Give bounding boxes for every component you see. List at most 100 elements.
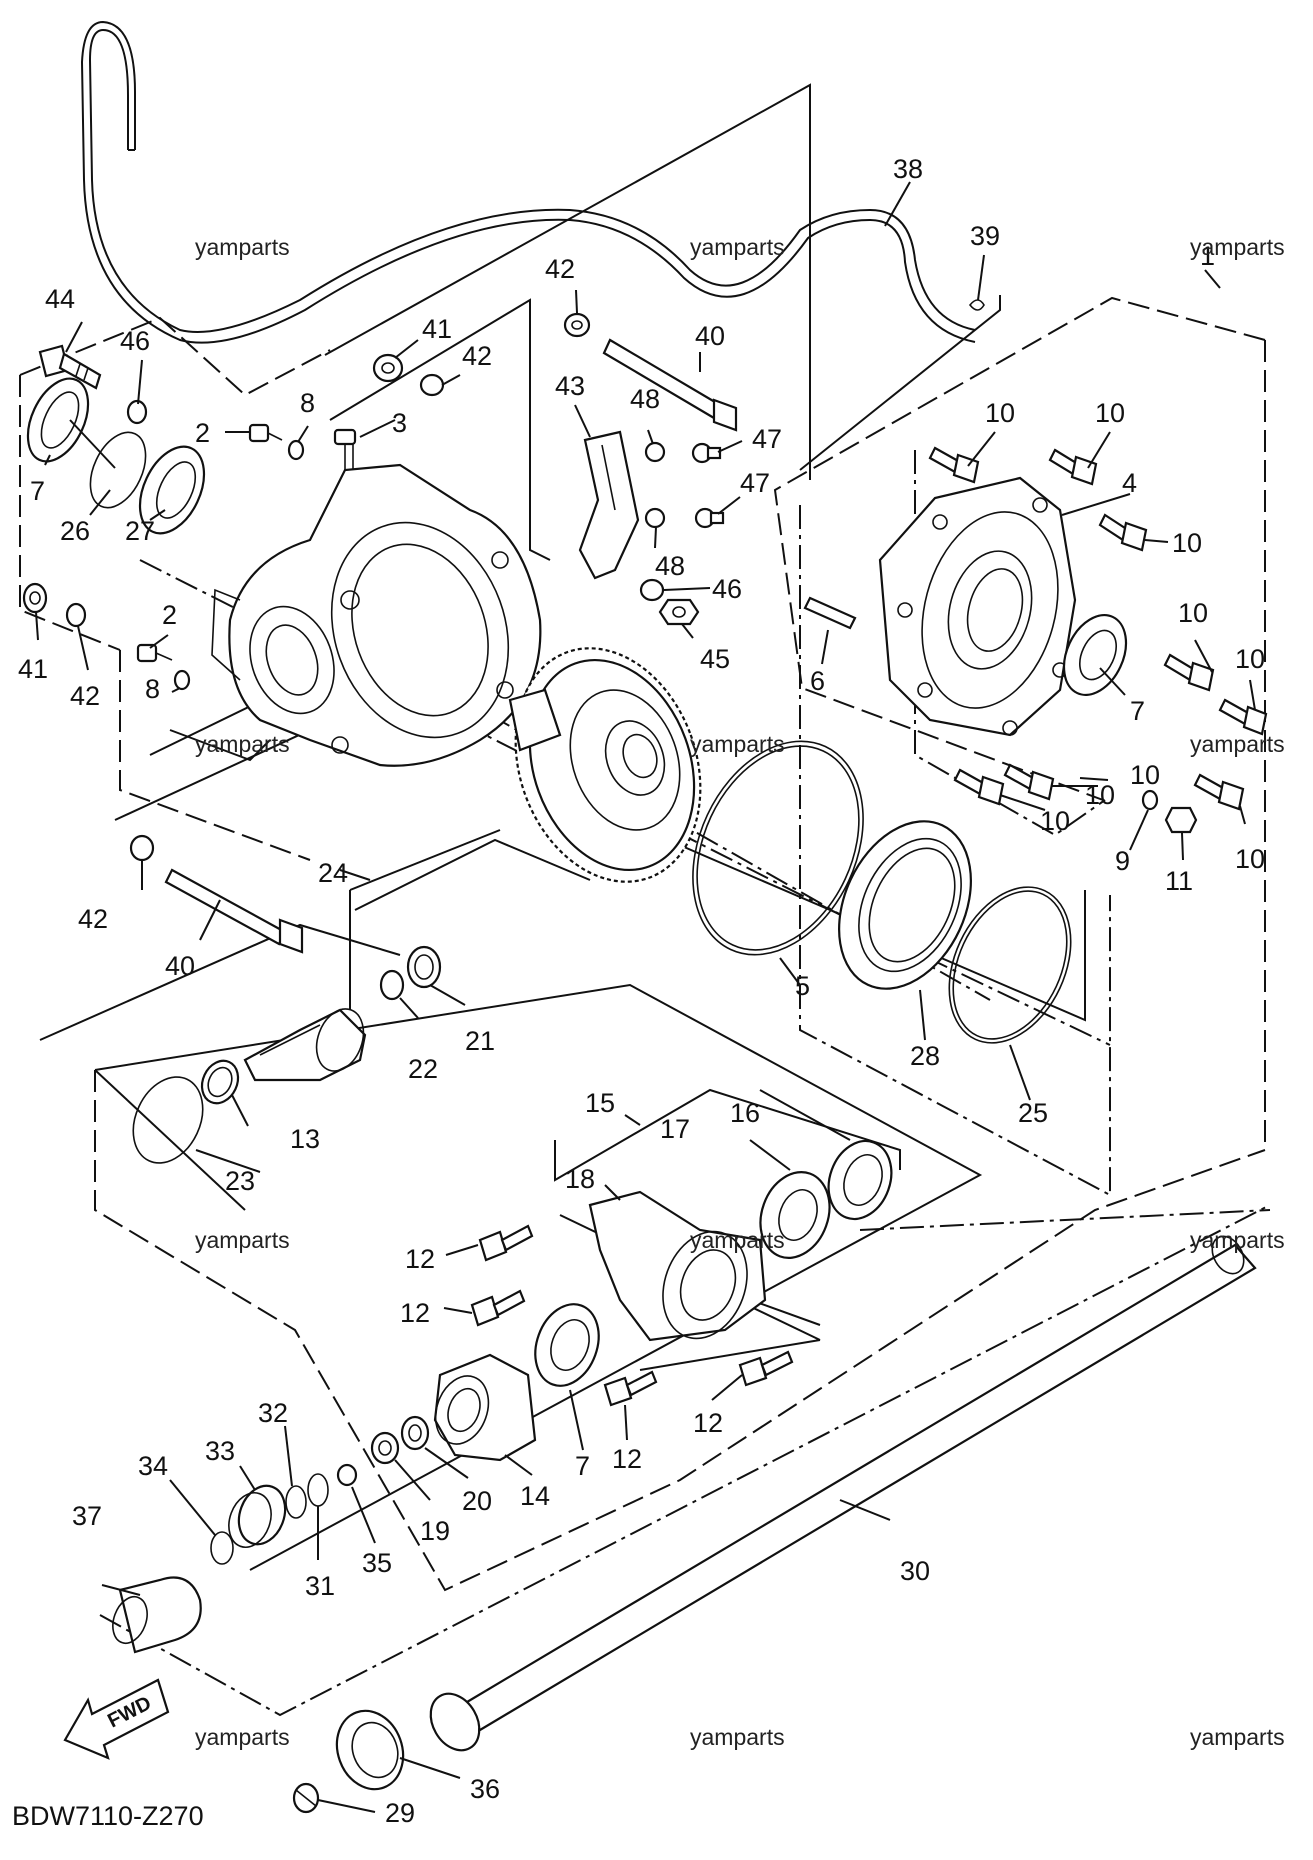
callout-10: 10 (1085, 780, 1115, 810)
callout-33: 33 (205, 1436, 235, 1466)
washer-32 (285, 1485, 307, 1519)
callout-16: 16 (730, 1098, 760, 1128)
bearing-housing-18 (588, 1190, 767, 1342)
callout-7: 7 (1130, 696, 1145, 726)
washer-8-upper (287, 439, 305, 461)
callout-22: 22 (408, 1054, 438, 1084)
o-ring-23 (132, 1076, 204, 1164)
shim-13 (200, 1059, 240, 1105)
watermark: yamparts (1190, 234, 1285, 260)
washer-22 (379, 969, 405, 1001)
washer-9 (1141, 789, 1159, 811)
callout-34: 34 (138, 1451, 168, 1481)
seal-16 (827, 1139, 893, 1221)
callout-42: 42 (462, 341, 492, 371)
callout-8: 8 (145, 674, 160, 704)
figure-code: BDW7110-Z270 (12, 1801, 204, 1831)
callout-47: 47 (752, 424, 782, 454)
callout-10: 10 (1095, 398, 1125, 428)
callout-48: 48 (630, 384, 660, 414)
circlip-34 (210, 1531, 234, 1565)
callout-2: 2 (195, 418, 210, 448)
callout-10: 10 (1178, 598, 1208, 628)
callout-10: 10 (1235, 644, 1265, 674)
flange-hub-14 (433, 1353, 537, 1462)
leader-lines (35, 181, 1256, 1813)
bracket-43 (578, 430, 640, 580)
pinion-gear (243, 1008, 367, 1082)
callout-18: 18 (565, 1164, 595, 1194)
seal-28 (838, 820, 972, 990)
watermark: yamparts (1190, 1227, 1285, 1253)
o-ring-5 (692, 740, 864, 956)
nut-11 (1164, 806, 1198, 834)
bolt-2-lower (136, 643, 173, 663)
callout-30: 30 (900, 1556, 930, 1586)
seal-7-right (1062, 614, 1128, 696)
callout-10: 10 (1040, 806, 1070, 836)
callout-12: 12 (612, 1444, 642, 1474)
callout-41: 41 (422, 314, 452, 344)
callout-45: 45 (700, 644, 730, 674)
callout-42: 42 (70, 681, 100, 711)
nut-41-top (372, 353, 404, 383)
callout-39: 39 (970, 221, 1000, 251)
watermark: yamparts (1190, 731, 1285, 757)
callout-24: 24 (318, 858, 348, 888)
callout-13: 13 (290, 1124, 320, 1154)
bolt-40-upper (602, 338, 738, 432)
callout-14: 14 (520, 1481, 550, 1511)
callout-15: 15 (585, 1088, 615, 1118)
callout-44: 44 (45, 284, 75, 314)
watermark: yamparts (195, 1227, 290, 1253)
bolts-12 (470, 1224, 794, 1407)
callout-10: 10 (1130, 760, 1160, 790)
callout-12: 12 (400, 1298, 430, 1328)
callout-11: 11 (1165, 866, 1193, 896)
collar-21 (406, 945, 442, 989)
watermark: yamparts (690, 234, 785, 260)
washer-46-left (126, 399, 148, 425)
callout-42: 42 (78, 904, 108, 934)
callout-46: 46 (712, 574, 742, 604)
callout-42: 42 (545, 254, 575, 284)
callout-4: 4 (1122, 468, 1137, 498)
washer-48-upper (644, 441, 666, 463)
callouts: 1 2 2 3 4 5 6 7 7 7 8 8 9 10 10 10 10 10… (18, 154, 1265, 1828)
fwd-arrow-icon: FWD (63, 1678, 170, 1760)
watermark: yamparts (195, 1724, 290, 1750)
callout-26: 26 (60, 516, 90, 546)
ring-25 (948, 886, 1072, 1044)
callout-40: 40 (165, 951, 195, 981)
ring-gear (508, 647, 702, 883)
callout-7: 7 (575, 1451, 590, 1481)
washer-46-right (639, 578, 665, 602)
watermarks: yamparts yamparts yamparts yamparts yamp… (195, 234, 1285, 1750)
callout-46: 46 (120, 326, 150, 356)
nut-45 (658, 598, 700, 626)
callout-10: 10 (1172, 528, 1202, 558)
callout-10: 10 (1235, 844, 1265, 874)
watermark: yamparts (690, 1724, 785, 1750)
washer-48-lower (644, 507, 666, 529)
stud-6 (803, 596, 857, 630)
watermark: yamparts (690, 1227, 785, 1253)
callout-6: 6 (810, 666, 825, 696)
callout-17: 17 (660, 1114, 690, 1144)
washer-20 (400, 1415, 430, 1451)
watermark: yamparts (195, 731, 290, 757)
dust-cover-37 (112, 1576, 202, 1654)
callout-27: 27 (125, 516, 155, 546)
nut-19 (370, 1431, 400, 1465)
bolt-44 (38, 344, 102, 390)
circlip-31 (307, 1473, 329, 1507)
bearing-17 (759, 1171, 831, 1259)
callout-37: 37 (72, 1501, 102, 1531)
drive-shaft-30 (429, 1235, 1257, 1752)
callout-19: 19 (420, 1516, 450, 1546)
breather-hose (80, 20, 976, 344)
callout-28: 28 (910, 1041, 940, 1071)
bolt-40-lower (164, 868, 304, 954)
callout-12: 12 (405, 1244, 435, 1274)
